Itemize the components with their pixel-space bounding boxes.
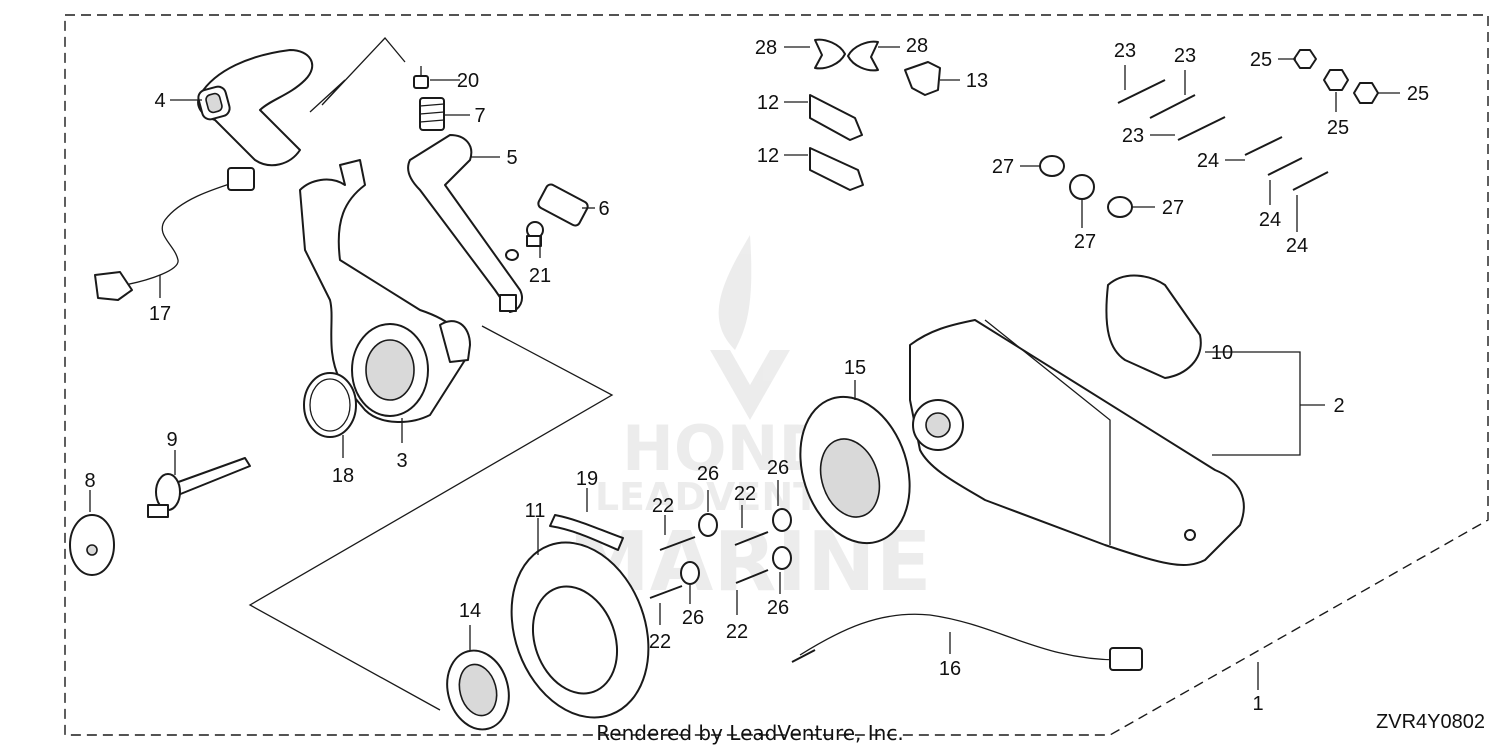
part-5-arm: [407, 134, 523, 313]
callout-1: 1: [1252, 693, 1263, 715]
callout-27-b: 27: [1074, 231, 1096, 253]
part-23-screws: [1117, 79, 1226, 141]
part-24-screws: [1244, 136, 1329, 191]
alignment-box: [248, 325, 614, 711]
callout-19: 19: [576, 468, 598, 490]
part-11-dial: [510, 541, 650, 719]
part-15-stator: [799, 395, 911, 545]
part-9-shaft: [147, 457, 251, 518]
assembly-frame: [64, 14, 1489, 736]
callout-2: 2: [1333, 395, 1344, 417]
part-14-ring: [446, 649, 510, 731]
callout-16: 16: [939, 658, 961, 680]
callout-24-c: 24: [1286, 235, 1308, 257]
callout-22-c: 22: [649, 631, 671, 653]
callout-13: 13: [966, 70, 988, 92]
part-21-bolt: [505, 221, 544, 261]
callout-22-a: 22: [652, 495, 674, 517]
part-2-housing: [909, 319, 1245, 566]
callout-24-a: 24: [1197, 150, 1219, 172]
callout-7: 7: [474, 105, 485, 127]
part-19-strip: [549, 514, 624, 551]
callout-26-b: 26: [767, 457, 789, 479]
callout-28-a: 28: [755, 37, 777, 59]
callout-17: 17: [149, 303, 171, 325]
part-10-plate: [1105, 274, 1202, 379]
callout-18: 18: [332, 465, 354, 487]
callout-22-b: 22: [734, 483, 756, 505]
part-3-lever: [299, 159, 471, 423]
callout-5: 5: [506, 147, 517, 169]
callout-26-c: 26: [682, 607, 704, 629]
callout-26-a: 26: [697, 463, 719, 485]
part-13-clip: [904, 61, 941, 96]
callout-3: 3: [396, 450, 407, 472]
callout-14: 14: [459, 600, 481, 622]
leader-lines: [89, 37, 1400, 690]
credit-text: Rendered by LeadVenture, Inc.: [596, 721, 903, 745]
part-18-gasket: [303, 372, 357, 438]
callout-15: 15: [844, 357, 866, 379]
callout-25-b: 25: [1327, 117, 1349, 139]
diagram-code: ZVR4Y0802: [1376, 711, 1485, 733]
part-12-clips: [809, 94, 864, 191]
part-27-washers: [1039, 155, 1133, 218]
callout-21: 21: [529, 265, 551, 287]
callout-8: 8: [84, 470, 95, 492]
callout-10: 10: [1211, 342, 1233, 364]
part-25-nuts: [1293, 49, 1379, 104]
callout-6: 6: [598, 198, 609, 220]
callout-23-b: 23: [1174, 45, 1196, 67]
callout-27-c: 27: [1162, 197, 1184, 219]
callout-20: 20: [457, 70, 479, 92]
part-8-cap: [69, 514, 115, 576]
part-7-spring: [419, 97, 445, 131]
callout-22-d: 22: [726, 621, 748, 643]
part-17-harness: [94, 167, 255, 301]
part-16-harness: [791, 613, 1143, 671]
callout-12-a: 12: [757, 92, 779, 114]
callout-11: 11: [525, 500, 546, 522]
part-4-knob: [197, 49, 314, 167]
callout-23-c: 23: [1122, 125, 1144, 147]
callout-labels: 4 20 7 5 6 21 17 8 9 18 3 19 11 14 15 22…: [84, 35, 1429, 715]
part-20-screw: [413, 66, 429, 89]
callout-25-a: 25: [1250, 49, 1272, 71]
callout-9: 9: [166, 429, 177, 451]
callout-23-a: 23: [1114, 40, 1136, 62]
callout-27-a: 27: [992, 156, 1014, 178]
callout-25-c: 25: [1407, 83, 1429, 105]
callout-28-b: 28: [906, 35, 928, 57]
callout-12-b: 12: [757, 145, 779, 167]
part-22-screws: [649, 531, 769, 599]
callout-26-d: 26: [767, 597, 789, 619]
part-28-clips: [814, 38, 879, 72]
part-6-pad: [537, 183, 589, 227]
callout-4: 4: [154, 90, 165, 112]
callout-24-b: 24: [1259, 209, 1281, 231]
part-26-washers: [680, 508, 792, 585]
